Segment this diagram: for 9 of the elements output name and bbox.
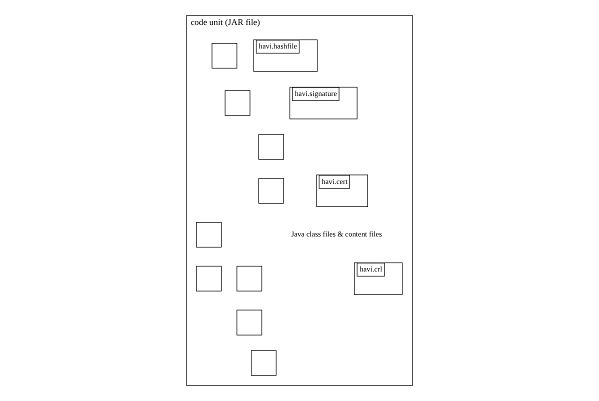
node-box bbox=[236, 310, 262, 336]
node-box bbox=[250, 350, 276, 376]
node-box bbox=[196, 222, 222, 248]
node-box bbox=[236, 266, 262, 292]
node-box bbox=[224, 90, 250, 116]
node-box bbox=[258, 178, 284, 204]
node-box bbox=[212, 42, 238, 68]
node-box bbox=[196, 266, 222, 292]
node-box bbox=[258, 134, 284, 160]
